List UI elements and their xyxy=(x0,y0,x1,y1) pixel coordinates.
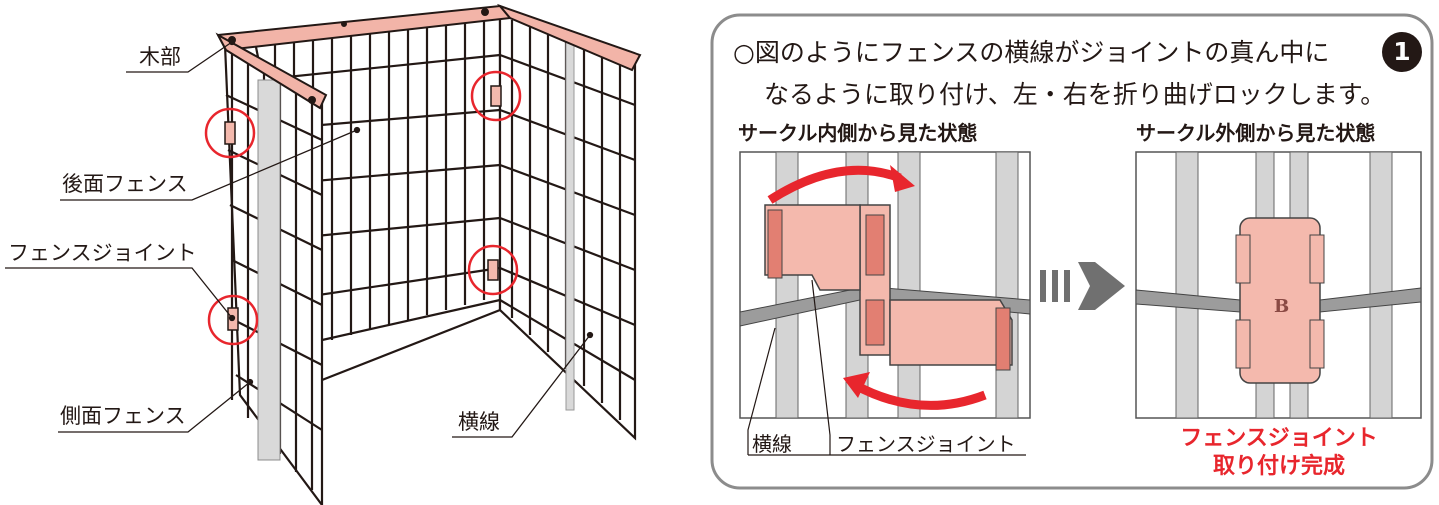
complete-line-1: フェンスジョイント xyxy=(1180,426,1378,451)
label-back-fence: 後面フェンス xyxy=(62,172,188,196)
instruction-line-1: ○図のようにフェンスの横線がジョイントの真ん中に xyxy=(733,38,1330,67)
step-number-badge: 1 xyxy=(1382,32,1422,72)
outside-view-panel: B xyxy=(1135,151,1422,419)
joint-right-flap xyxy=(889,299,1013,366)
joint-left-flap xyxy=(764,204,861,291)
wooden-rail xyxy=(215,3,642,110)
joint-highlight-circles xyxy=(204,70,522,346)
label-wooden-part: 木部 xyxy=(139,45,181,69)
complete-line-2: 取り付け完成 xyxy=(1212,454,1345,479)
fence-illustration xyxy=(5,3,642,505)
label-side-fence: 側面フェンス xyxy=(60,404,186,428)
label-fence-joint: フェンスジョイント xyxy=(8,241,197,265)
brand-mark-icon: B xyxy=(1274,296,1289,317)
label-horizontal-wire: 横線 xyxy=(458,410,500,434)
rotate-arrow-bottom-icon xyxy=(852,381,987,410)
instruction-line-2: なるように取り付け、左・右を折り曲げロックします。 xyxy=(764,80,1386,109)
right-side-fence xyxy=(498,12,637,441)
leader-lines xyxy=(5,38,594,438)
outside-view-title: サークル外側から見た状態 xyxy=(1136,121,1376,145)
inside-view-title: サークル内側から見た状態 xyxy=(738,121,978,145)
rotate-arrow-top-icon xyxy=(767,165,902,204)
inside-label-wire: 横線 xyxy=(752,432,792,456)
left-side-fence xyxy=(223,43,324,505)
next-arrow-icon xyxy=(1040,262,1125,310)
inside-label-joint: フェンスジョイント xyxy=(836,432,1016,456)
joint-completed xyxy=(1239,217,1321,384)
inside-view-panel xyxy=(739,151,1031,456)
